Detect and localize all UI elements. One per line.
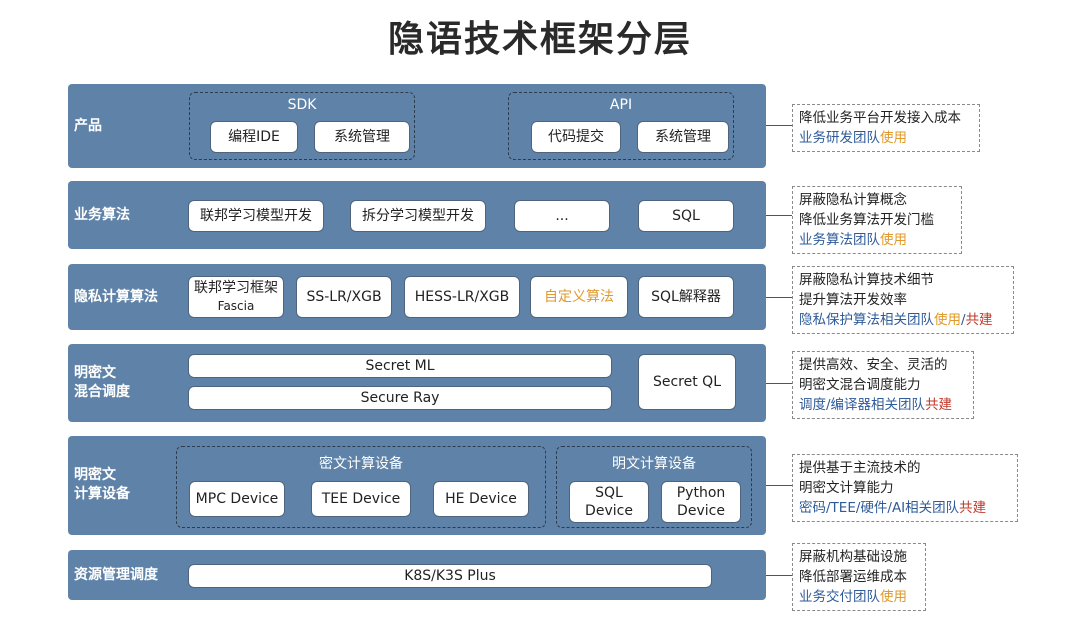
layer-label-business: 业务算法 (74, 207, 130, 223)
note-resource-team: 业务交付团队 (799, 589, 880, 605)
box-hess-lr-xgb[interactable]: HESS-LR/XGB (404, 276, 520, 318)
layer-business-algorithm: 业务算法 联邦学习模型开发 拆分学习模型开发 ... SQL (68, 181, 766, 249)
api-group: API 代码提交 系统管理 (508, 92, 734, 160)
connector-device (766, 485, 792, 486)
box-secret-ql[interactable]: Secret QL (638, 354, 736, 410)
note-resource-line1: 屏蔽机构基础设施 (799, 549, 907, 565)
layer-mixed-scheduling: 明密文 混合调度 Secret ML Secure Ray Secret QL (68, 344, 766, 422)
plain-device-group: 明文计算设备 SQL Device Python Device (556, 446, 752, 528)
fascia-line2: Fascia (217, 299, 255, 313)
note-privacy-co: 共建 (965, 312, 993, 328)
note-device-line2: 明密文计算能力 (799, 480, 894, 496)
note-mixed-line2: 明密文混合调度能力 (799, 377, 921, 393)
note-product: 降低业务平台开发接入成本 业务研发团队使用 (792, 104, 980, 152)
cipher-group-title: 密文计算设备 (319, 456, 403, 472)
note-privacy: 屏蔽隐私计算技术细节 提升算法开发效率 隐私保护算法相关团队使用/共建 (792, 266, 1014, 334)
note-business-line1: 屏蔽隐私计算概念 (799, 192, 907, 208)
note-privacy-use: 使用 (934, 312, 961, 328)
box-he-device[interactable]: HE Device (433, 481, 529, 517)
note-product-line1: 降低业务平台开发接入成本 (799, 110, 961, 126)
note-mixed-co: 共建 (925, 397, 953, 413)
sql-device-line2: Device (585, 503, 633, 519)
layer-privacy-algorithm: 隐私计算算法 联邦学习框架 Fascia SS-LR/XGB HESS-LR/X… (68, 264, 766, 330)
box-sql-interpreter[interactable]: SQL解释器 (638, 276, 734, 318)
box-sql[interactable]: SQL (638, 200, 734, 232)
fascia-line1: 联邦学习框架 (194, 280, 278, 296)
box-python-device[interactable]: Python Device (661, 481, 741, 523)
layer-label-privacy: 隐私计算算法 (74, 289, 158, 305)
box-sdk-system-management[interactable]: 系统管理 (314, 121, 410, 153)
note-mixed-team: 调度/编译器相关团队 (799, 397, 926, 413)
note-business-use: 使用 (880, 232, 907, 248)
api-title: API (609, 97, 633, 113)
box-code-submit[interactable]: 代码提交 (531, 121, 621, 153)
note-privacy-line1: 屏蔽隐私计算技术细节 (799, 272, 934, 288)
connector-privacy (766, 297, 792, 298)
note-privacy-team: 隐私保护算法相关团队 (799, 312, 934, 328)
box-api-system-management[interactable]: 系统管理 (637, 121, 729, 153)
note-device-co: 共建 (959, 500, 987, 516)
note-privacy-sep: / (961, 312, 966, 328)
layer-label-resource: 资源管理调度 (74, 567, 158, 583)
box-k8s-k3s-plus[interactable]: K8S/K3S Plus (188, 564, 712, 588)
box-mpc-device[interactable]: MPC Device (189, 481, 285, 517)
note-resource: 屏蔽机构基础设施 降低部署运维成本 业务交付团队使用 (792, 543, 926, 611)
box-ellipsis[interactable]: ... (514, 200, 610, 232)
page-title: 隐语技术框架分层 (387, 19, 692, 60)
note-business: 屏蔽隐私计算概念 降低业务算法开发门槛 业务算法团队使用 (792, 186, 962, 254)
box-fascia[interactable]: 联邦学习框架 Fascia (188, 276, 284, 318)
sdk-title: SDK (287, 97, 317, 113)
note-device-team: 密码/TEE/硬件/AI相关团队 (799, 500, 960, 516)
box-ss-lr-xgb[interactable]: SS-LR/XGB (296, 276, 392, 318)
connector-resource (766, 575, 792, 576)
box-programming-ide[interactable]: 编程IDE (210, 121, 298, 153)
plain-group-title: 明文计算设备 (612, 456, 696, 472)
box-custom-algorithm[interactable]: 自定义算法 (530, 276, 628, 318)
note-device-line1: 提供基于主流技术的 (799, 460, 921, 476)
layer-label-mixed: 明密文 混合调度 (74, 364, 130, 402)
note-resource-line2: 降低部署运维成本 (799, 569, 907, 585)
device-label-line1: 明密文 (74, 467, 116, 483)
sql-device-line1: SQL (595, 485, 623, 501)
connector-product (766, 125, 792, 126)
box-tee-device[interactable]: TEE Device (311, 481, 411, 517)
layer-label-product: 产品 (74, 118, 102, 134)
mixed-label-line1: 明密文 (74, 365, 116, 381)
note-product-team: 业务研发团队 (799, 130, 880, 146)
python-device-line2: Device (677, 503, 725, 519)
layer-resource-management: 资源管理调度 K8S/K3S Plus (68, 550, 766, 600)
layer-label-device: 明密文 计算设备 (74, 466, 130, 504)
python-device-line1: Python (676, 485, 726, 501)
layer-compute-devices: 明密文 计算设备 密文计算设备 MPC Device TEE Device HE… (68, 436, 766, 535)
cipher-device-group: 密文计算设备 MPC Device TEE Device HE Device (176, 446, 546, 528)
box-federated-model-dev[interactable]: 联邦学习模型开发 (188, 200, 324, 232)
box-secret-ml[interactable]: Secret ML (188, 354, 612, 378)
device-label-line2: 计算设备 (74, 486, 130, 502)
note-privacy-line2: 提升算法开发效率 (799, 292, 907, 308)
layer-product: 产品 SDK 编程IDE 系统管理 API 代码提交 系统管理 (68, 84, 766, 168)
note-mixed-line1: 提供高效、安全、灵活的 (799, 357, 948, 373)
note-device: 提供基于主流技术的 明密文计算能力 密码/TEE/硬件/AI相关团队共建 (792, 454, 1018, 522)
mixed-label-line2: 混合调度 (74, 384, 130, 400)
note-product-use: 使用 (880, 130, 907, 146)
box-split-model-dev[interactable]: 拆分学习模型开发 (350, 200, 486, 232)
box-sql-device[interactable]: SQL Device (569, 481, 649, 523)
box-secure-ray[interactable]: Secure Ray (188, 386, 612, 410)
note-business-team: 业务算法团队 (799, 232, 880, 248)
note-mixed: 提供高效、安全、灵活的 明密文混合调度能力 调度/编译器相关团队共建 (792, 351, 974, 419)
connector-business (766, 215, 792, 216)
note-resource-use: 使用 (880, 589, 907, 605)
connector-mixed (766, 383, 792, 384)
sdk-group: SDK 编程IDE 系统管理 (189, 92, 415, 160)
note-business-line2: 降低业务算法开发门槛 (799, 212, 934, 228)
